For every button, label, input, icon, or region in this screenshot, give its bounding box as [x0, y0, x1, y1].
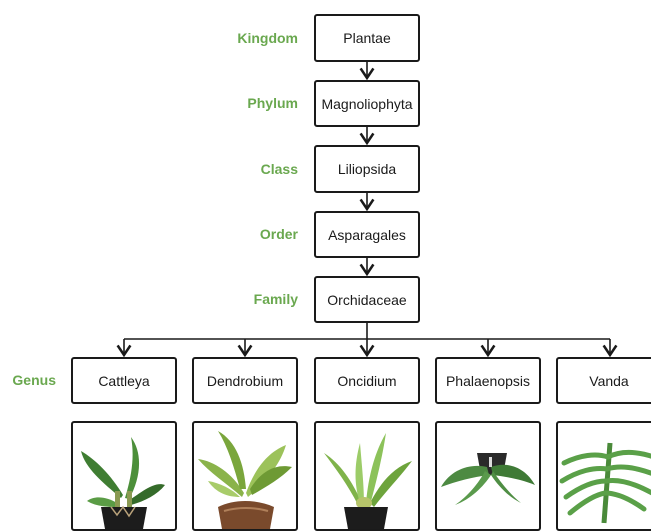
rank-label-kingdom: Kingdom — [208, 28, 298, 48]
genus-node-cattleya: Cattleya — [71, 357, 177, 404]
oncidium-plant-image — [314, 421, 420, 531]
vanda-plant-image — [556, 421, 651, 531]
taxon-node-order: Asparagales — [314, 211, 420, 258]
rank-label-family: Family — [208, 289, 298, 309]
genus-node-dendrobium: Dendrobium — [192, 357, 298, 404]
taxon-node-class: Liliopsida — [314, 145, 420, 193]
cattleya-plant-image — [71, 421, 177, 531]
taxon-node-phylum: Magnoliophyta — [314, 80, 420, 127]
genus-node-phalaenopsis: Phalaenopsis — [435, 357, 541, 404]
rank-label-phylum: Phylum — [208, 93, 298, 113]
rank-label-order: Order — [208, 224, 298, 244]
rank-label-genus: Genus — [0, 370, 56, 390]
phalaenopsis-plant-image — [435, 421, 541, 531]
taxon-node-kingdom: Plantae — [314, 14, 420, 62]
genus-node-oncidium: Oncidium — [314, 357, 420, 404]
dendrobium-plant-image — [192, 421, 298, 531]
genus-node-vanda: Vanda — [556, 357, 651, 404]
taxon-node-family: Orchidaceae — [314, 276, 420, 323]
rank-label-class: Class — [208, 159, 298, 179]
